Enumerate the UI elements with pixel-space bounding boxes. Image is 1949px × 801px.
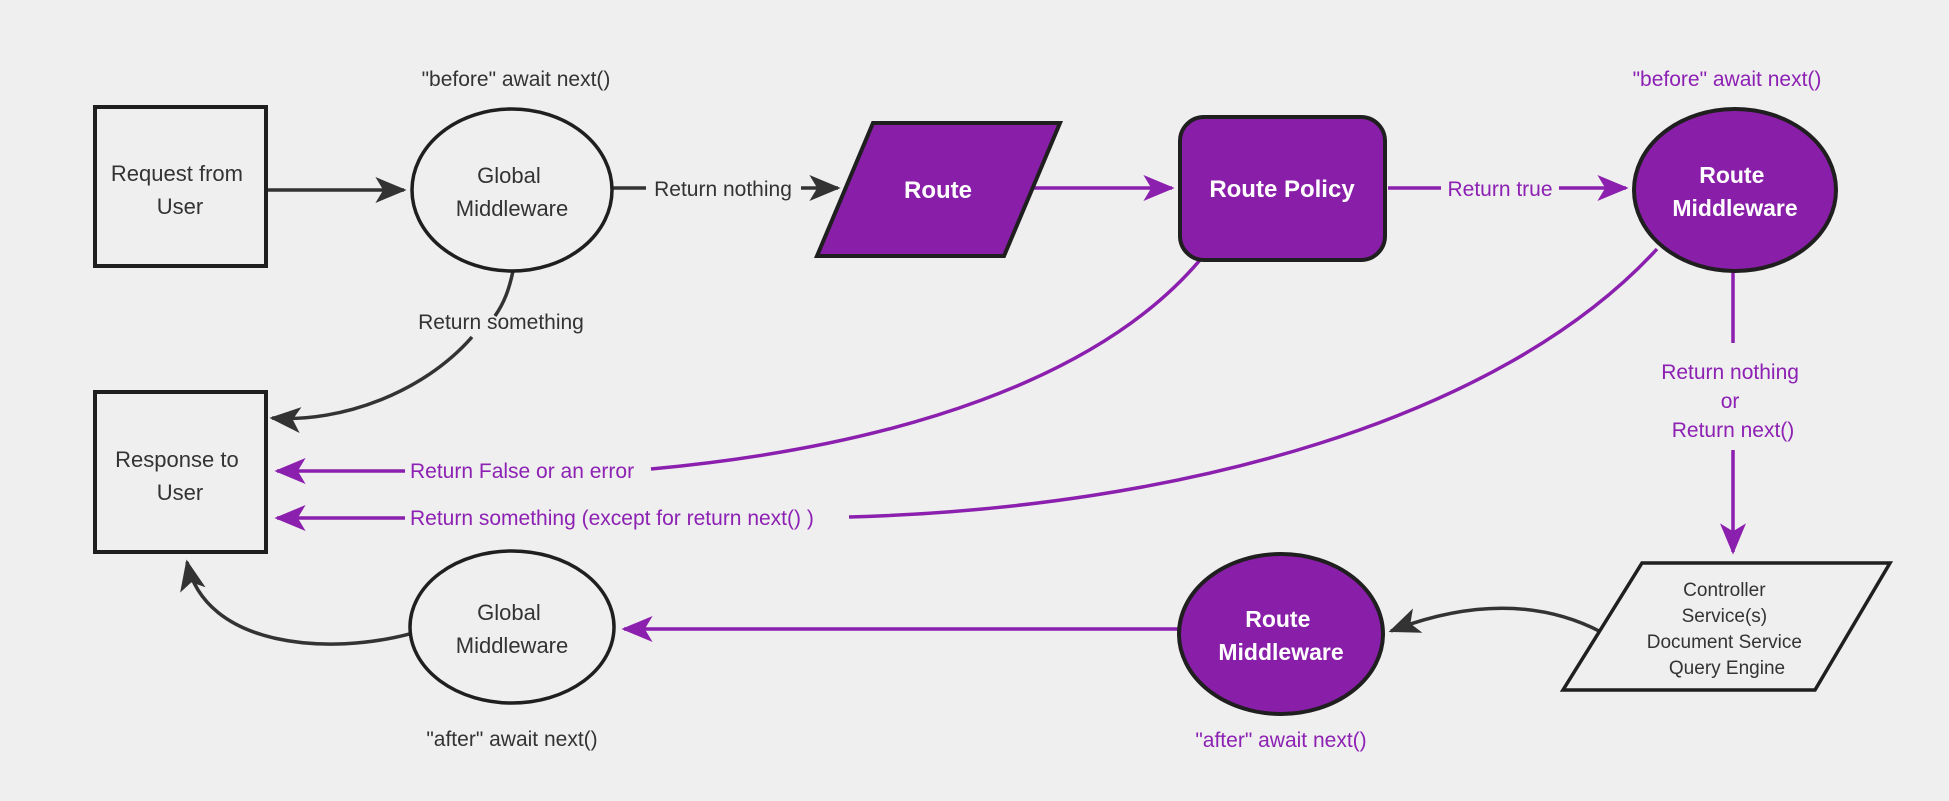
label-return-true: Return true — [1447, 178, 1552, 201]
label-after-await-route: "after" await next() — [1195, 729, 1366, 752]
edge-global-top-to-response-segment-bottom — [269, 335, 474, 433]
node-response-label: Response to User — [115, 447, 245, 505]
label-return-something: Return something — [418, 311, 584, 334]
label-return-nothing-or-next: Return nothing or Return next() — [1661, 361, 1805, 442]
node-route-policy — [1178, 115, 1387, 262]
label-return-false-or-error: Return False or an error — [410, 460, 634, 483]
node-route-middleware-bottom-label: Route Middleware — [1218, 606, 1343, 665]
label-before-await-route: "before" await next() — [1633, 68, 1822, 91]
edge-policy-to-response-curve — [650, 258, 1202, 471]
label-return-something-except: Return something (except for return next… — [410, 507, 814, 530]
node-route-middleware-top — [1632, 107, 1838, 273]
node-global-middleware-top — [410, 107, 614, 273]
node-controller-services — [1559, 561, 1894, 692]
edge-global-bottom-to-response — [180, 559, 414, 646]
node-controller-services-label: Controller Service(s) Document Service Q… — [1647, 580, 1808, 679]
node-route-middleware-bottom — [1177, 552, 1385, 716]
label-after-await-global: "after" await next() — [426, 728, 597, 751]
node-global-middleware-bottom-label: Global Middleware — [456, 600, 569, 658]
node-route-label: Route — [904, 177, 972, 204]
edge-routemw-to-response-curve — [848, 247, 1659, 519]
node-route-middleware-top-label: Route Middleware — [1672, 162, 1797, 221]
node-route — [813, 121, 1064, 258]
label-before-await-global: "before" await next() — [422, 68, 611, 91]
edge-global-top-to-response-segment-top — [493, 270, 515, 317]
node-request-label: Request from User — [111, 161, 249, 219]
edge-controller-to-routemw-bottom — [1388, 606, 1602, 634]
label-return-nothing: Return nothing — [654, 178, 792, 201]
node-request-from-user — [93, 105, 268, 268]
node-response-to-user — [93, 390, 268, 554]
node-route-policy-label: Route Policy — [1209, 176, 1355, 203]
node-global-middleware-bottom — [408, 549, 616, 705]
node-global-middleware-top-label: Global Middleware — [456, 163, 569, 221]
